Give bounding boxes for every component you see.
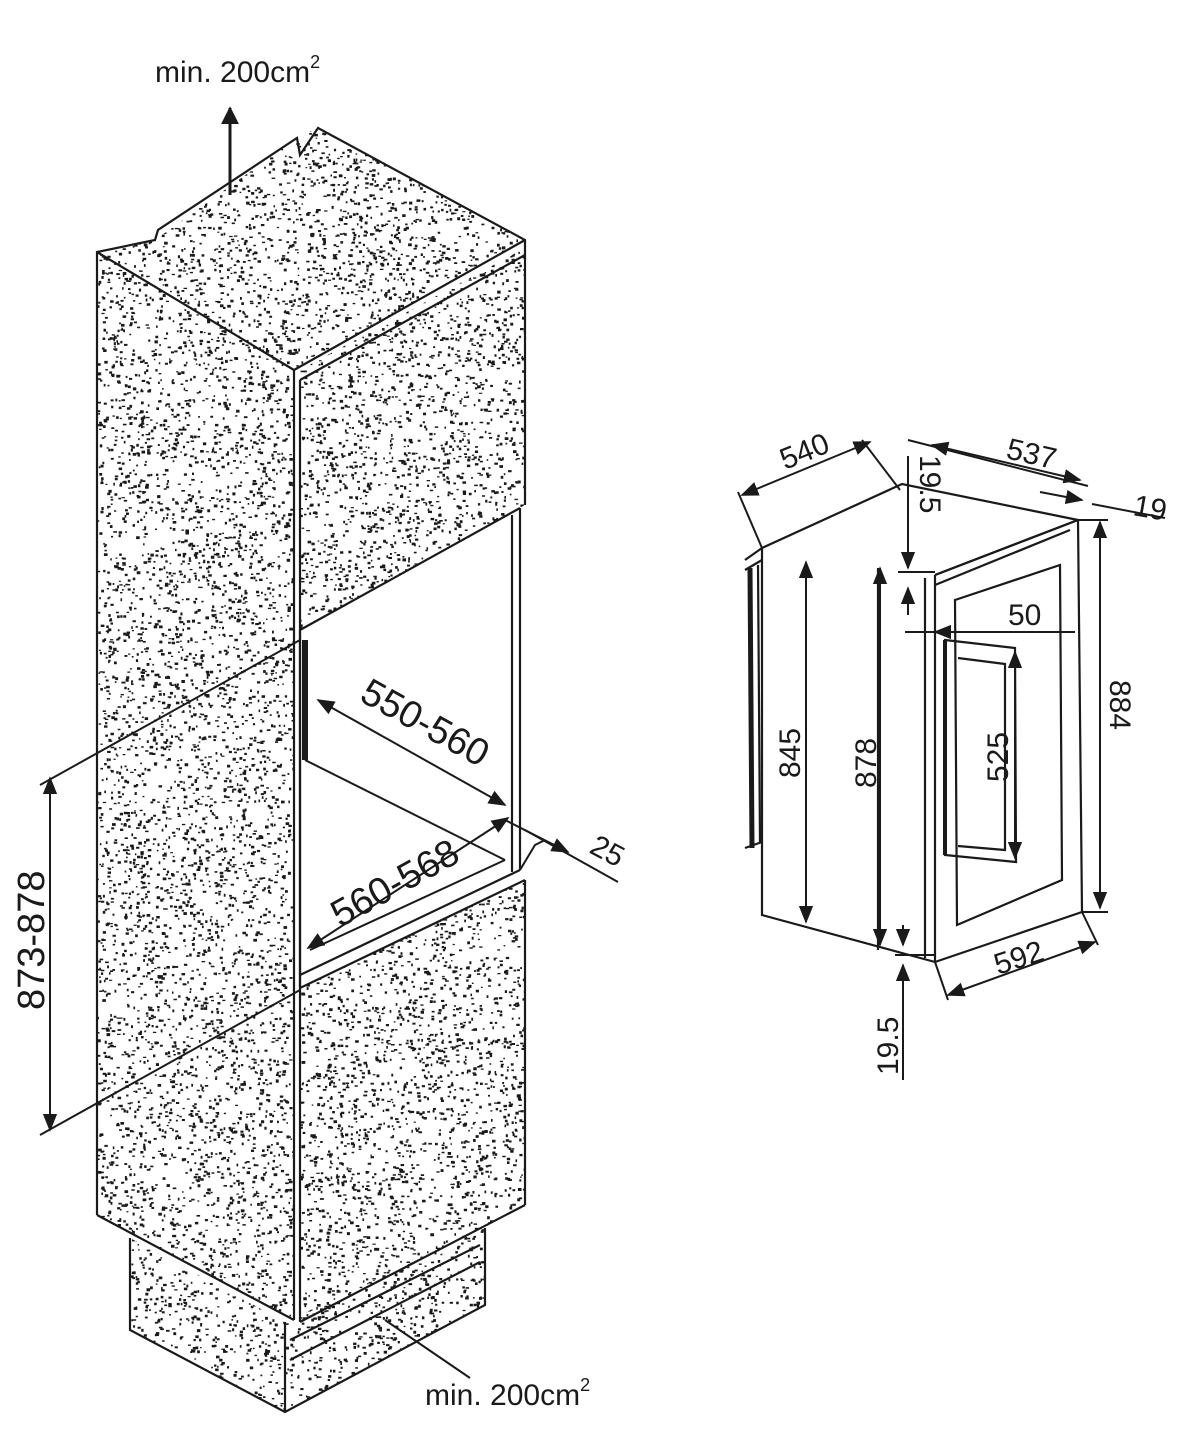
door-thickness-label: 19	[1131, 489, 1170, 527]
cabinet-plinth	[130, 1238, 285, 1412]
cabinet-top-panel	[97, 128, 525, 370]
vent-bottom-leader	[384, 1319, 471, 1379]
cabinet-lower-front	[300, 880, 525, 1322]
dim-niche-depth	[316, 699, 507, 806]
appliance-dimensions	[737, 439, 1166, 1080]
cabinet-side-panel	[97, 252, 294, 1320]
cabinet-drawing: min. 200cm2 min. 200cm2 873-878 550-560 …	[11, 52, 630, 1414]
cabinet-outline	[95, 126, 527, 1414]
granite-texture	[97, 128, 525, 370]
granite-texture	[300, 248, 525, 630]
appliance-body	[744, 482, 1084, 964]
bottom-offset-label: 19.5	[872, 1017, 905, 1075]
appliance-drawing: 540 537 19 19.5 50 845 878 525 884 592 1…	[737, 427, 1170, 1080]
vent-top-label: min. 200cm2	[155, 52, 320, 89]
dim-niche-width	[306, 817, 510, 949]
vent-bottom-label: min. 200cm2	[425, 1375, 590, 1412]
granite-texture	[97, 252, 294, 1320]
depth-540-label: 540	[775, 427, 834, 476]
granite-texture	[130, 1238, 285, 1412]
handle-depth-label: 50	[1008, 599, 1041, 632]
granite-texture	[300, 880, 525, 1322]
height-878-label: 878	[850, 738, 883, 788]
cabinet-upper-front	[300, 248, 525, 630]
height-845-label: 845	[774, 728, 807, 778]
depth-537-label: 537	[1003, 433, 1059, 476]
dim-wall-thickness	[504, 819, 619, 883]
niche-height-label: 873-878	[11, 871, 53, 1010]
height-884-label: 884	[1103, 680, 1136, 730]
width-592-label: 592	[990, 935, 1048, 982]
top-offset-label: 19.5	[913, 455, 946, 513]
dim-niche-height	[39, 639, 301, 1136]
handle-length-label: 525	[982, 732, 1015, 782]
